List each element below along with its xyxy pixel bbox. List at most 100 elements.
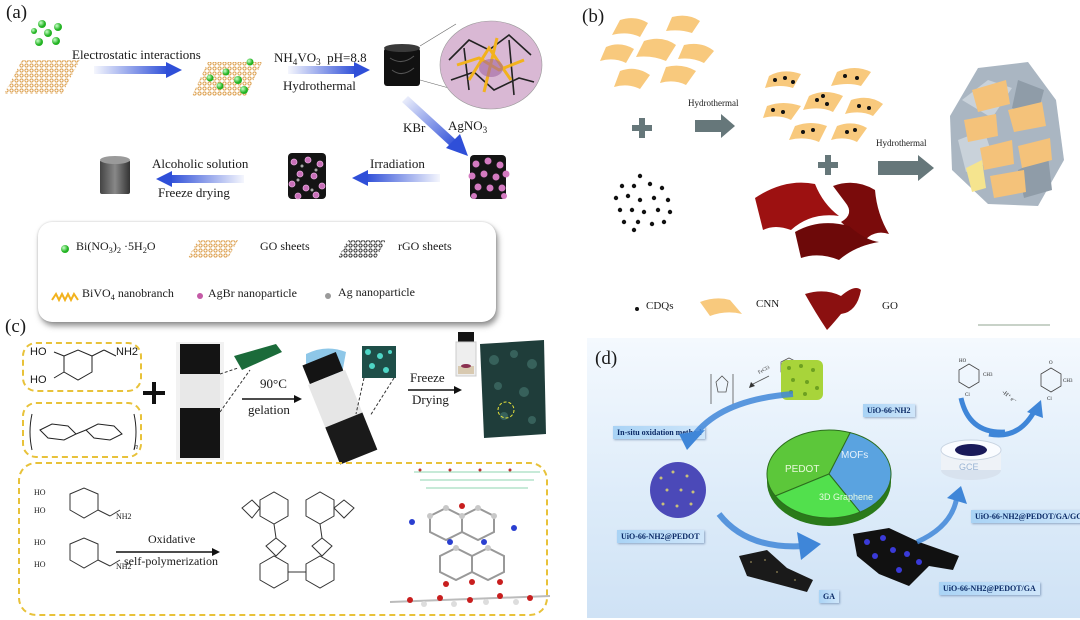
legend-text: nanobranch [114,286,174,300]
vial-solution-image [176,342,282,460]
dopamine-structure [53,349,117,381]
panel-a-label: (a) [6,2,28,23]
cdq-dot [625,193,631,199]
legend-agbr-label: AgBr nanoparticle [208,286,297,300]
go-sheet-icon [805,288,861,330]
step-freeze-label: Freeze drying [158,185,230,200]
cdq-dot [631,183,637,189]
arrow-right-icon [288,62,370,78]
dopamine-monomer-top [69,487,121,519]
arrow-down-right-icon [402,96,468,156]
cdq-dot [621,219,627,225]
plus-icon [632,118,652,138]
legend-cnn-label: CNN [756,298,780,310]
hydrogel-cylinder-image [384,44,420,86]
arrow-right-icon [94,62,182,78]
monomer1-nh2: NH2 [116,512,132,521]
aerogel-cylinder-image [100,156,130,194]
arrow-right-icon [878,155,934,181]
uio66-pedot-image [650,462,706,518]
step-irradiation-label: Irradiation [370,156,425,171]
step-agno3-label: AgNO3 [448,118,487,135]
rgo-sheet-icon [338,240,386,258]
step2-hydrothermal-label: Hydrothermal [876,138,927,148]
legend-text: BiVO [82,286,111,300]
cdqs-cluster-image [613,173,673,233]
graphene-aerogel-image [739,550,813,592]
arrow-right-icon [242,395,302,403]
cdq-dot [655,207,661,213]
panel-c: (c) HO HO NH2 n 90°C gelation [0,316,552,620]
cdq-dot [635,219,641,225]
cdq-dot-icon [635,307,639,311]
porous-foam-image [480,340,546,438]
panel-d-label: (d) [595,348,618,369]
go-sheets-image [755,182,889,260]
dopamine-monomer-bottom [69,537,121,569]
ph-label: pH=8.8 [327,50,367,65]
fecl3-label: FeCl3 [758,365,772,375]
reactant-ho-label: HO [959,359,967,364]
legend-bivo4-label: BiVO4 nanobranch [82,286,174,302]
aerogel-vial-image [455,332,477,377]
molecular-model-image [389,468,551,607]
dopamine-nh2: NH2 [116,346,139,358]
reaction-oxidative-label: Oxidative [148,532,196,546]
step-gelation-label: gelation [248,402,290,417]
reagent-text: NH [274,50,293,65]
curved-arrow-icon [915,486,967,545]
scale-bar [978,324,1050,326]
panel-a: (a) Electrostatic interactions NH4VO 3 pH… [0,0,545,330]
reagent-text: VO [297,50,317,65]
agno3-sub: 3 [482,125,488,135]
composite-tag: UiO-66-NH2@PEDOT/GA [939,582,1040,595]
electron-transfer-label: -H⁺ e⁻ [1000,390,1017,405]
go-sheet-image [4,60,80,94]
arrow-left-icon [156,171,244,187]
step-freeze-label: Freeze [410,370,445,385]
step-kbr-label: KBr [403,120,426,135]
monomer1-ho-top: HO [34,488,46,497]
legend-sub: 3 [108,246,113,255]
cdq-dot [637,197,643,203]
legend-go-label: GO [882,300,898,312]
legend-sub: 2 [116,246,122,255]
cdq-dot [617,207,623,213]
cdq-dot [651,195,657,201]
bivo4-nanobranch-icon [51,291,79,303]
agbr-particle-icon [197,293,203,299]
legend-bi-label: Bi(NO3)2 ·5H2O [76,239,156,255]
intermediate-tag: UiO-66-NH2@PEDOT [617,530,704,543]
uio66-pedot-ga-image [853,528,959,586]
cdq-dot [641,209,647,215]
cdq-dot [631,227,637,233]
cnn-sheets-image [600,15,714,89]
dopamine-box: HO HO NH2 [22,342,142,392]
legend-cdqs-label: CDQs [646,300,674,312]
pie-slice-graphene [774,473,861,519]
curved-arrow-icon [716,512,821,560]
step-alcoholic-label: Alcoholic solution [152,156,249,171]
reactant-cl-label: Cl [965,393,970,398]
reactant-ch3-label: CH3 [983,373,993,378]
legend-text: O [146,239,156,253]
product-ch3-label: CH3 [1063,379,1073,384]
panel-d: (d) FeCl3 In-situ oxidation method UiO-6… [587,338,1080,618]
bi-ion-cluster [31,20,62,46]
agno3-text: AgNO [448,118,483,133]
go-sheet-icon [188,240,238,258]
legend-text: Bi(NO [76,239,109,253]
panel-b-label: (b) [582,6,605,27]
plus-icon [143,382,165,404]
cdq-dot [661,219,667,225]
ga-tag: GA [819,590,839,603]
cdq-dot [649,221,655,227]
reagent-sub: 4 [292,57,298,67]
polydopamine-structure [241,491,355,589]
mof-tag: UiO-66-NH2 [863,404,915,417]
pie-slice-mofs [828,432,892,513]
product-cl-label: Cl [1047,397,1052,402]
arrow-right-icon [695,114,735,138]
step-electrostatic-label: Electrostatic interactions [72,47,201,62]
legend-sub: 2 [142,246,147,255]
